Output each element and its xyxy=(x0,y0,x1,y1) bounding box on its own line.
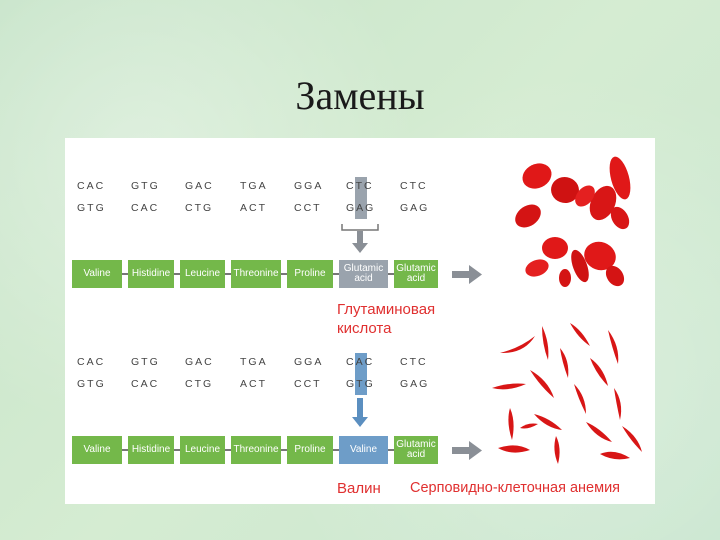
mutant-amino-label: Валин xyxy=(337,480,381,497)
amino-box: Proline xyxy=(287,436,333,464)
codon: CTC xyxy=(400,180,428,192)
peptide-bond xyxy=(281,449,287,451)
codon: CAC xyxy=(346,356,375,368)
codon: CTG xyxy=(185,202,214,214)
peptide-bond xyxy=(174,273,180,275)
peptide-bond xyxy=(225,273,231,275)
normal-bracket-arrow xyxy=(341,224,379,253)
peptide-bond xyxy=(388,449,394,451)
mutant-result-arrow xyxy=(452,441,482,460)
amino-box: Leucine xyxy=(180,436,225,464)
peptide-bond xyxy=(122,449,128,451)
codon: CAC xyxy=(77,180,106,192)
peptide-bond xyxy=(388,273,394,275)
amino-box-highlighted: Valine xyxy=(339,436,388,464)
peptide-bond xyxy=(174,449,180,451)
peptide-bond xyxy=(333,273,339,275)
diagram-panel: CAC GTG GAC TGA GGA CTC CTC GTG CAC CTG … xyxy=(65,138,655,504)
codon: GGA xyxy=(294,180,324,192)
codon: CAC xyxy=(131,378,160,390)
codon: GAC xyxy=(185,356,214,368)
peptide-bond xyxy=(333,449,339,451)
codon: GTG xyxy=(77,378,106,390)
peptide-bond xyxy=(122,273,128,275)
amino-box: Valine xyxy=(72,260,122,288)
amino-box-highlighted: Glutamic acid xyxy=(339,260,388,288)
codon: ACT xyxy=(240,202,267,214)
amino-box: Leucine xyxy=(180,260,225,288)
codon: CTC xyxy=(346,180,374,192)
peptide-bond xyxy=(225,449,231,451)
codon: TGA xyxy=(240,356,268,368)
mutant-codon-highlight xyxy=(355,353,367,395)
normal-amino-label-text: Глутаминовая кислота xyxy=(337,301,436,337)
codon: GTG xyxy=(346,378,375,390)
codon: GAG xyxy=(400,378,430,390)
codon: GAC xyxy=(185,180,214,192)
codon: GTG xyxy=(131,180,160,192)
disease-label: Серповидно-клеточная анемия xyxy=(410,480,621,496)
normal-amino-label: Глутаминовая кислота xyxy=(337,300,467,338)
slide-title: Замены xyxy=(295,73,425,118)
peptide-bond xyxy=(281,273,287,275)
codon: GTG xyxy=(131,356,160,368)
amino-box: Threonine xyxy=(231,436,281,464)
codon: GAG xyxy=(400,202,430,214)
sickle-cells-icon xyxy=(492,323,642,464)
amino-box: Glutamic acid xyxy=(394,260,438,288)
normal-codon-highlight xyxy=(355,177,367,219)
amino-box: Proline xyxy=(287,260,333,288)
codon: CAC xyxy=(77,356,106,368)
normal-result-arrow xyxy=(452,265,482,284)
amino-box: Threonine xyxy=(231,260,281,288)
red-blood-cells-icon xyxy=(515,156,631,287)
codon: CCT xyxy=(294,202,322,214)
codon: ACT xyxy=(240,378,267,390)
codon: GAG xyxy=(346,202,376,214)
amino-box: Histidine xyxy=(128,436,174,464)
mutant-arrow xyxy=(352,398,368,427)
amino-box: Glutamic acid xyxy=(394,436,438,464)
codon: CTC xyxy=(400,356,428,368)
amino-box: Histidine xyxy=(128,260,174,288)
amino-box: Valine xyxy=(72,436,122,464)
codon: CAC xyxy=(131,202,160,214)
codon: TGA xyxy=(240,180,268,192)
codon: CTG xyxy=(185,378,214,390)
codon: CCT xyxy=(294,378,322,390)
codon: GGA xyxy=(294,356,324,368)
codon: GTG xyxy=(77,202,106,214)
